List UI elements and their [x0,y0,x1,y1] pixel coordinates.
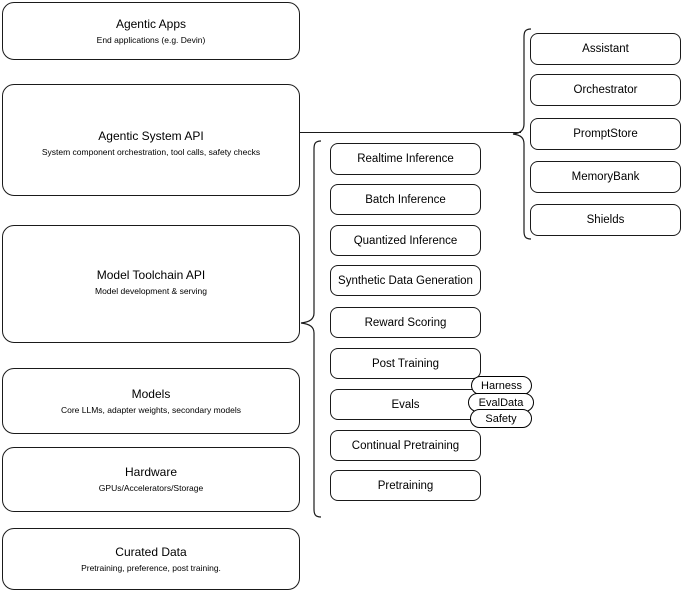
component-orchestrator[interactable]: Orchestrator [530,74,681,106]
component-pretraining[interactable]: Pretraining [330,470,481,501]
component-reward-scoring[interactable]: Reward Scoring [330,307,481,338]
connector-agentic-system-to-components [300,132,521,133]
component-continual-pretraining[interactable]: Continual Pretraining [330,430,481,461]
layer-box-model-toolchain-api[interactable]: Model Toolchain API Model development & … [2,225,300,343]
component-memorybank[interactable]: MemoryBank [530,161,681,193]
component-shields[interactable]: Shields [530,204,681,236]
layer-subtitle: Model development & serving [95,285,207,296]
component-batch-inference[interactable]: Batch Inference [330,184,481,215]
layer-box-agentic-apps[interactable]: Agentic Apps End applications (e.g. Devi… [2,2,300,60]
component-post-training[interactable]: Post Training [330,348,481,379]
component-realtime-inference[interactable]: Realtime Inference [330,143,481,175]
layer-subtitle: GPUs/Accelerators/Storage [98,483,204,493]
layer-title: Hardware [124,465,178,479]
component-synthetic-data-generation[interactable]: Synthetic Data Generation [330,265,481,296]
layer-subtitle: System component orchestration, tool cal… [41,146,261,157]
layer-title: Model Toolchain API [96,267,206,282]
evals-sub-safety[interactable]: Safety [470,409,532,428]
component-quantized-inference[interactable]: Quantized Inference [330,225,481,256]
component-promptstore[interactable]: PromptStore [530,118,681,150]
layer-box-models[interactable]: Models Core LLMs, adapter weights, secon… [2,368,300,434]
layer-title: Curated Data [115,544,187,559]
brace-toolchain-components [300,140,322,518]
layer-box-curated-data[interactable]: Curated Data Pretraining, preference, po… [2,528,300,590]
component-evals[interactable]: Evals [330,389,481,420]
layer-title: Agentic Apps [115,16,187,31]
component-assistant[interactable]: Assistant [530,33,681,65]
layer-box-hardware[interactable]: Hardware GPUs/Accelerators/Storage [2,447,300,512]
layer-subtitle: Pretraining, preference, post training. [81,562,221,573]
brace-agentic-system-components [512,28,532,240]
layer-title: Agentic System API [98,128,204,143]
evals-sub-evaldata[interactable]: EvalData [468,393,534,412]
layer-title: Models [131,386,171,401]
layer-box-agentic-system-api[interactable]: Agentic System API System component orch… [2,84,300,196]
layer-subtitle: End applications (e.g. Devin) [96,34,206,45]
layer-subtitle: Core LLMs, adapter weights, secondary mo… [60,404,241,415]
